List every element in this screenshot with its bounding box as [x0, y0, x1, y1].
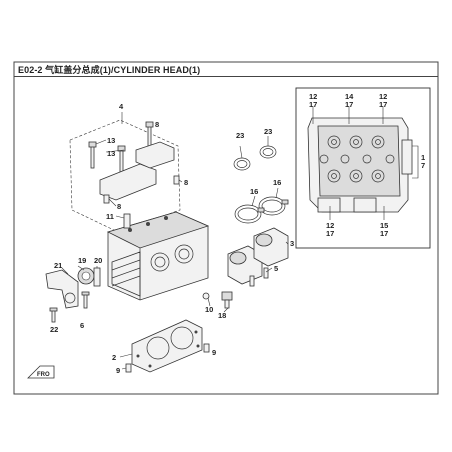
diagram-title: E02-2 气缸盖分总成(1)/CYLINDER HEAD(1) — [18, 65, 201, 75]
callout-15: 15 — [380, 221, 388, 230]
front-direction-arrow: FRO — [27, 365, 55, 379]
cylinder-head-body — [106, 211, 210, 301]
sensor-18 — [221, 291, 233, 309]
thermostat-20 — [93, 267, 101, 287]
part-4-outline — [69, 119, 181, 233]
callout-16b: 16 — [273, 178, 281, 187]
callout-5: 5 — [274, 264, 278, 273]
dowel-9a — [125, 363, 132, 373]
leader-2 — [119, 353, 133, 358]
callout-labels: 4 13 13 8 8 8 11 21 19 20 22 6 2 9 9 10 … — [50, 92, 425, 375]
callout-1: 1 — [421, 153, 425, 162]
callout-6: 6 — [80, 321, 84, 330]
callout-8a: 8 — [155, 120, 159, 129]
leader-11 — [115, 215, 125, 219]
callout-8b: 8 — [184, 178, 188, 187]
head-gasket-2 — [131, 319, 203, 373]
callout-23b: 23 — [264, 127, 272, 136]
callout-3: 3 — [290, 239, 294, 248]
callout-12c: 12 — [326, 221, 334, 230]
callout-21: 21 — [54, 261, 62, 270]
callout-17c: 17 — [379, 100, 387, 109]
callout-16a: 16 — [250, 187, 258, 196]
inset-top-view — [295, 87, 431, 249]
clamps-16 — [234, 196, 289, 224]
callout-18: 18 — [218, 311, 226, 320]
callout-9b: 9 — [212, 348, 216, 357]
title-bar: E02-2 气缸盖分总成(1)/CYLINDER HEAD(1) — [14, 62, 438, 77]
intake-manifold-3 — [227, 227, 289, 287]
leaders-16 — [251, 187, 279, 207]
callout-7: 7 — [421, 161, 425, 170]
callout-22: 22 — [50, 325, 58, 334]
leaders-19-21 — [61, 265, 98, 275]
dowel-8a — [103, 194, 110, 204]
washer-10 — [202, 292, 210, 300]
bolt-6 — [83, 293, 88, 309]
dowel-8b — [173, 175, 180, 185]
bolts-13 — [88, 121, 154, 173]
callout-2: 2 — [112, 353, 116, 362]
callout-13b: 13 — [107, 149, 115, 158]
leader-9 — [121, 367, 127, 370]
callout-12b: 12 — [379, 92, 387, 101]
leaders-3-5 — [265, 241, 289, 273]
callout-17e: 17 — [380, 229, 388, 238]
bolt-22 — [51, 309, 56, 323]
callout-13a: 13 — [107, 136, 115, 145]
callout-23a: 23 — [236, 131, 244, 140]
front-badge-text: FRO — [37, 372, 50, 378]
callout-4: 4 — [119, 102, 124, 111]
callout-17b: 17 — [345, 100, 353, 109]
callout-11: 11 — [106, 212, 114, 221]
water-outlet-21 — [45, 269, 79, 309]
leaders-10-18 — [207, 297, 229, 313]
dowel-9b — [203, 343, 210, 353]
callout-8c: 8 — [117, 202, 121, 211]
callout-20: 20 — [94, 256, 102, 265]
callout-10: 10 — [205, 305, 213, 314]
leaders-23 — [239, 136, 269, 159]
callout-12a: 12 — [309, 92, 317, 101]
callout-17a: 17 — [309, 100, 317, 109]
leaders-8 — [108, 179, 183, 207]
callout-14: 14 — [345, 92, 354, 101]
callout-19: 19 — [78, 256, 86, 265]
cam-bracket-right — [135, 141, 175, 169]
callout-17d: 17 — [326, 229, 334, 238]
callout-9a: 9 — [116, 366, 120, 375]
diagram-border — [13, 61, 439, 395]
stud-11 — [123, 213, 131, 229]
